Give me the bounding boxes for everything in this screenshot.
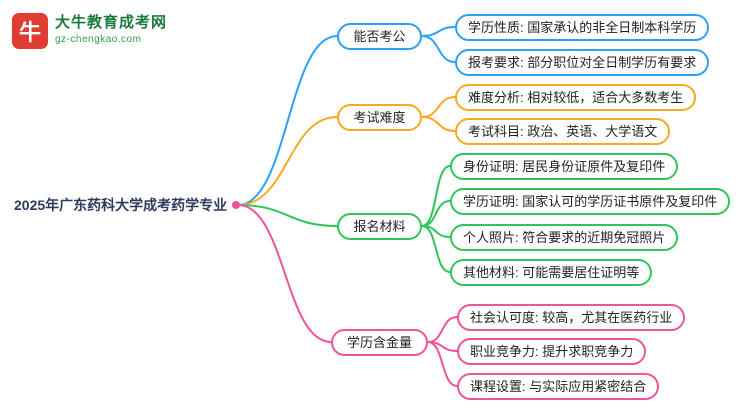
edge-nandu-1 (421, 96, 456, 118)
edge-root-cailiao (237, 204, 338, 227)
leaf-node: 职业竞争力: 提升求职竞争力 (457, 338, 647, 365)
edge-cailiao-4 (421, 225, 451, 273)
leaf-node: 学历证明: 国家认可的学历证书原件及复印件 (450, 188, 731, 215)
edge-cailiao-1 (421, 165, 451, 227)
edge-kaogong-2 (421, 35, 456, 63)
root-node: 2025年广东药科大学成考药学专业 (14, 197, 228, 213)
site-logo: 牛 大牛教育成考网 gz-chengkao.com (12, 13, 167, 49)
edge-hanjinliang-1 (427, 316, 458, 343)
edge-nandu-2 (421, 116, 456, 132)
leaf-node: 课程设置: 与实际应用紧密结合 (457, 373, 660, 400)
branch-node-hanjinliang: 学历含金量 (331, 329, 428, 356)
leaf-node: 学历性质: 国家承认的非全日制本科学历 (455, 14, 710, 41)
edge-kaogong-1 (421, 26, 456, 37)
logo-domain: gz-chengkao.com (55, 34, 142, 45)
leaf-node: 其他材料: 可能需要居住证明等 (450, 259, 653, 286)
leaf-node: 身份证明: 居民身份证原件及复印件 (450, 153, 679, 180)
leaf-node: 考试科目: 政治、英语、大学语文 (455, 118, 671, 145)
logo-text: 大牛教育成考网 gz-chengkao.com (55, 13, 167, 47)
edge-root-nandu (237, 116, 338, 206)
edge-cailiao-2 (421, 200, 451, 227)
leaf-node: 社会认可度: 较高，尤其在医药行业 (457, 304, 686, 331)
leaf-node: 难度分析: 相对较低，适合大多数考生 (455, 84, 697, 111)
leaf-node: 报考要求: 部分职位对全日制学历有要求 (455, 49, 710, 76)
logo-title: 大牛教育成考网 (55, 14, 168, 31)
leaf-node: 个人照片: 符合要求的近期免冠照片 (450, 224, 679, 251)
bull-icon: 牛 (12, 13, 48, 49)
branch-node-nandu: 考试难度 (337, 104, 422, 131)
edge-root-kaogong (237, 35, 338, 206)
edge-hanjinliang-3 (427, 341, 458, 387)
branch-node-kaogong: 能否考公 (337, 23, 422, 50)
branch-node-cailiao: 报名材料 (337, 213, 422, 240)
edge-root-hanjinliang (237, 204, 332, 343)
root-anchor-dot (232, 201, 240, 209)
